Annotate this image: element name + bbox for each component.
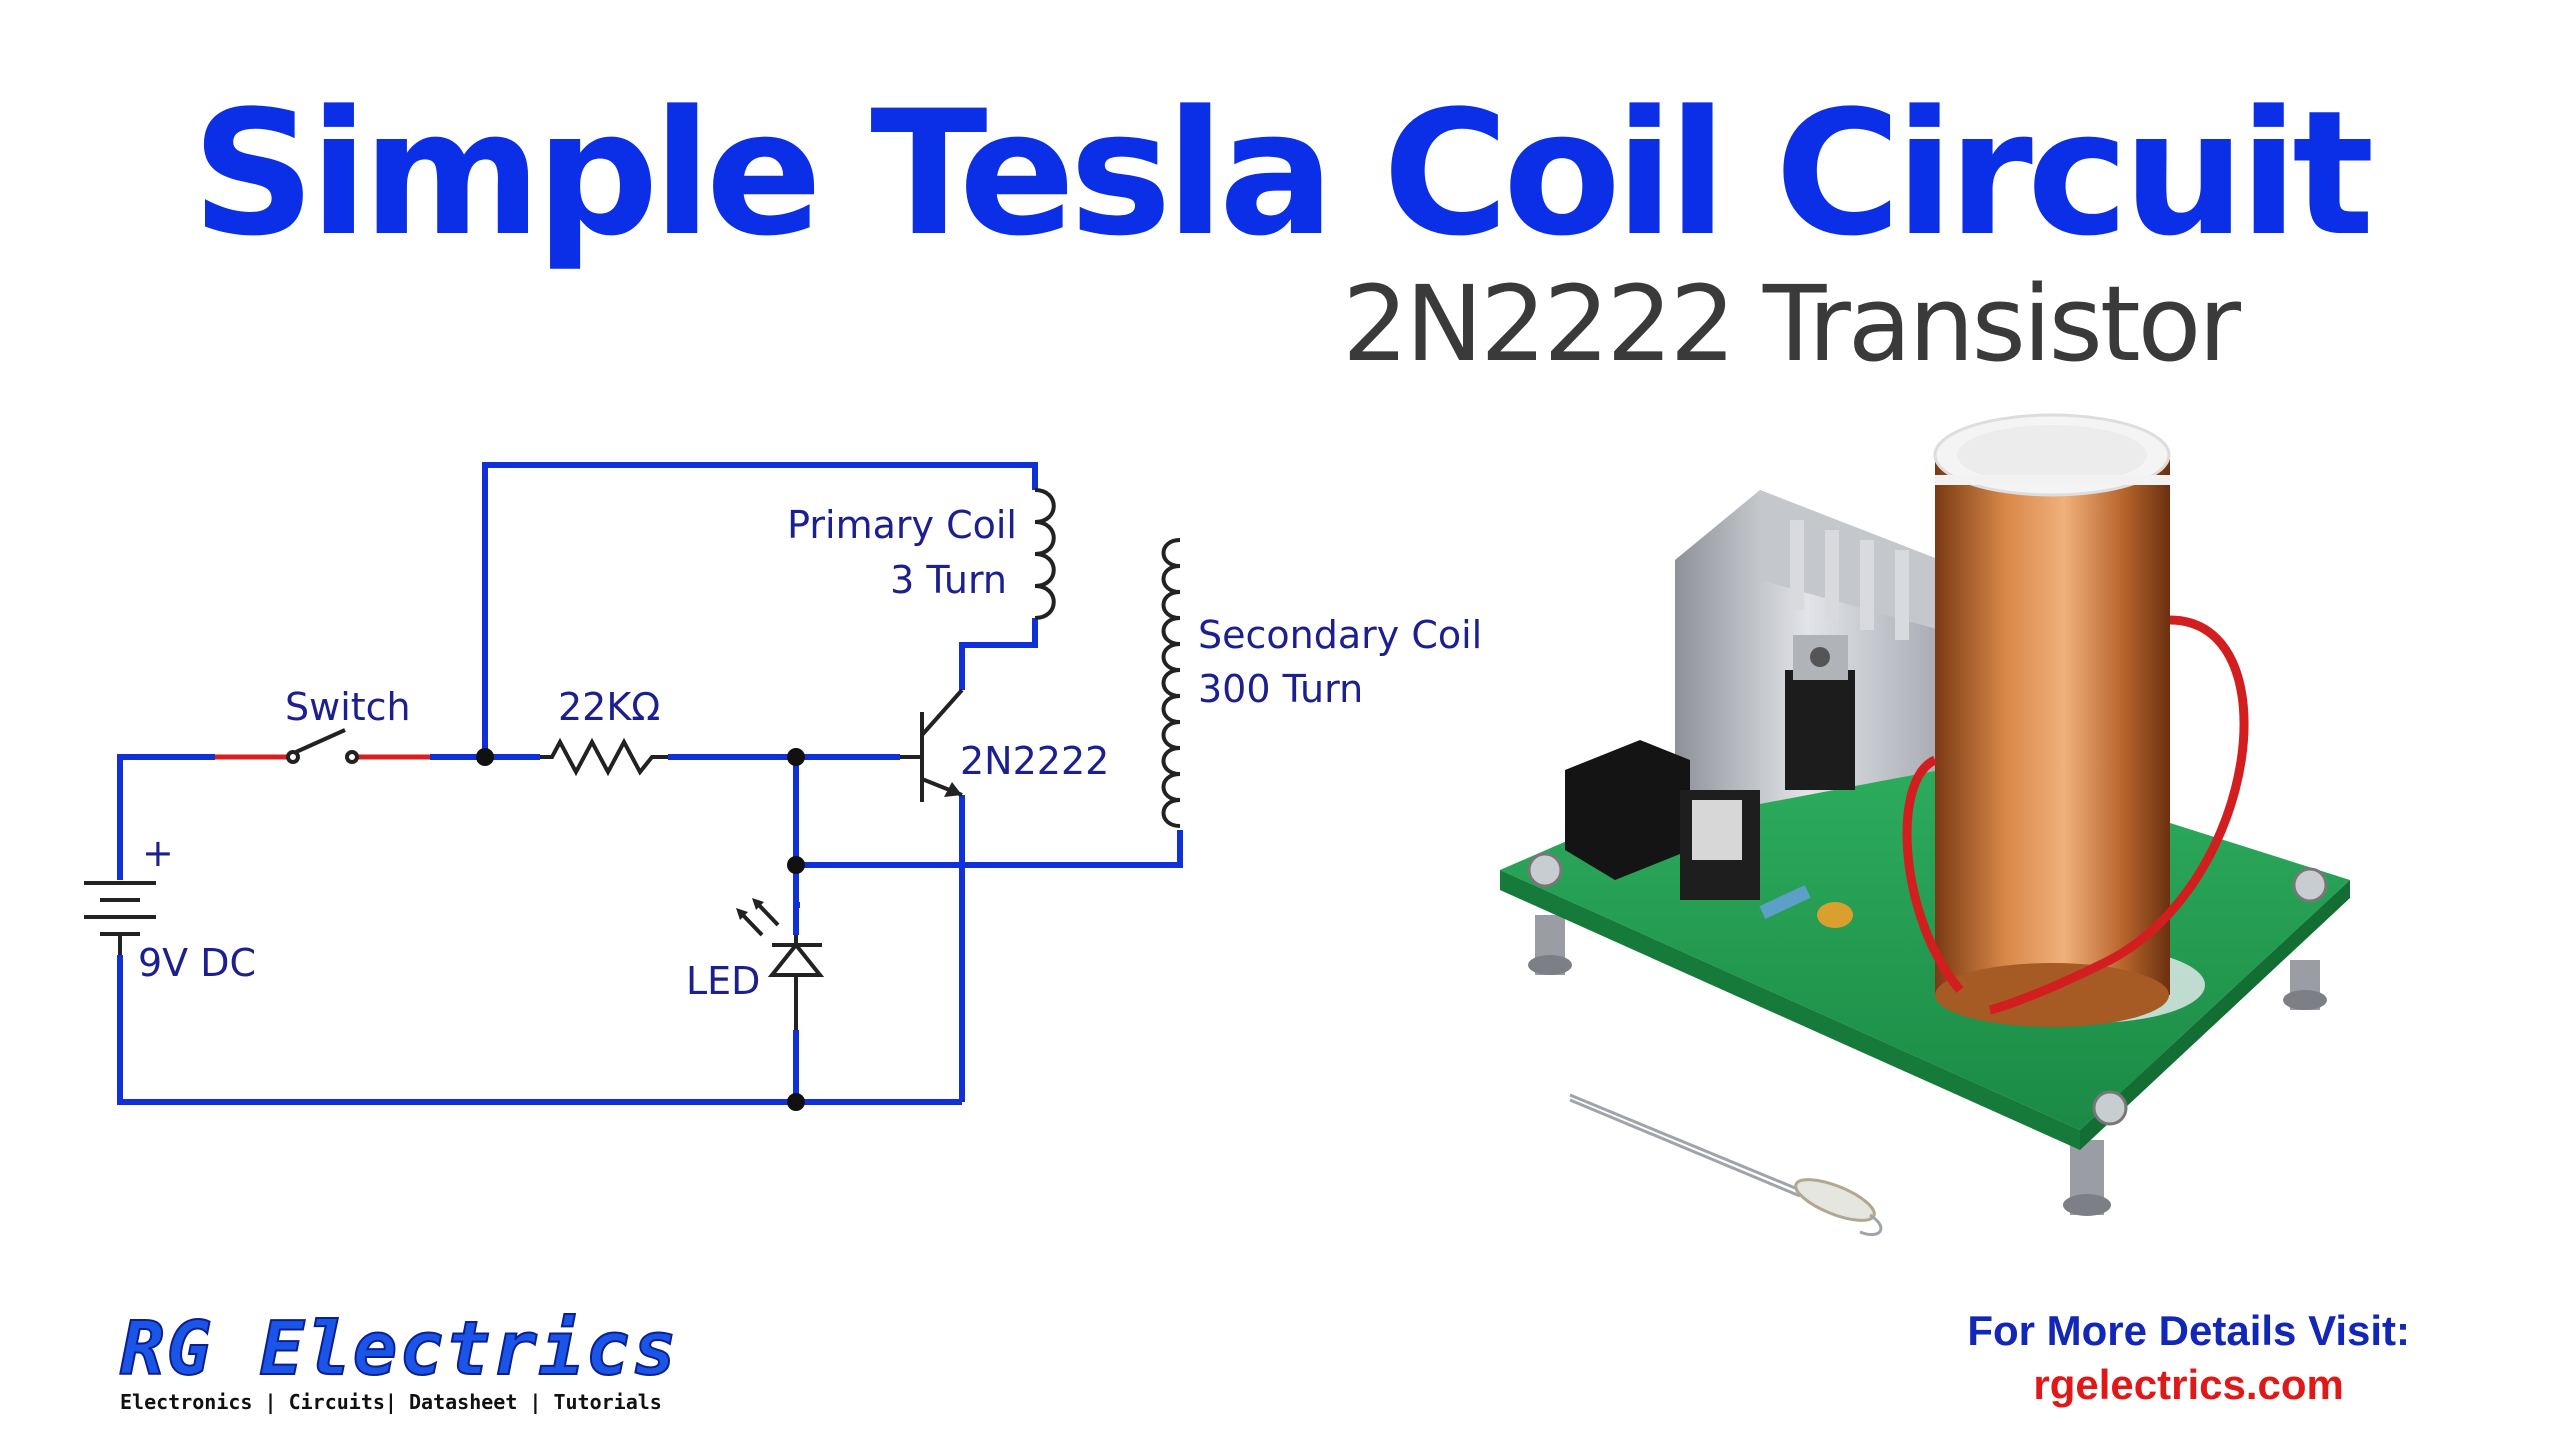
secondary-coil-turns: 300 Turn bbox=[1198, 667, 1363, 711]
pcb-board bbox=[1500, 720, 2350, 1130]
switch-label: Switch bbox=[285, 685, 411, 729]
page-subtitle: 2N2222 Transistor bbox=[1342, 263, 2241, 385]
junction-dot bbox=[787, 748, 805, 766]
primary-coil-turns: 3 Turn bbox=[890, 558, 1007, 602]
details-box: For More Details Visit: rgelectrics.com bbox=[1967, 1305, 2410, 1412]
brand-name: RG Electrics bbox=[119, 1306, 679, 1392]
secondary-coil-symbol bbox=[1161, 538, 1181, 828]
resistor-label: 22KΩ bbox=[558, 685, 660, 729]
circuit-schematic: Primary Coil 3 Turn Secondary Coil 300 T… bbox=[84, 462, 1482, 1111]
junction-dot bbox=[476, 748, 494, 766]
transistor-symbol bbox=[900, 688, 964, 802]
wire-bottom bbox=[117, 955, 962, 1105]
junction-dot bbox=[787, 856, 805, 874]
wire-primary-bottom bbox=[959, 618, 1038, 690]
standoffs bbox=[1528, 915, 2327, 1216]
details-label: For More Details Visit: bbox=[1967, 1307, 2410, 1354]
battery-label: 9V DC bbox=[138, 941, 256, 985]
battery-plus-label: + bbox=[142, 831, 174, 875]
primary-coil-wire bbox=[1988, 615, 2249, 1015]
page-title: Simple Tesla Coil Circuit bbox=[191, 73, 2375, 274]
primary-coil-label: Primary Coil bbox=[787, 503, 1017, 547]
switch-symbol bbox=[215, 728, 430, 764]
wire-left-top bbox=[117, 754, 215, 880]
website-link[interactable]: rgelectrics.com bbox=[2033, 1360, 2344, 1408]
neon-bulb bbox=[1569, 1093, 1883, 1237]
secondary-coil-photo bbox=[1935, 455, 2170, 995]
resistor-symbol bbox=[540, 737, 668, 777]
battery-symbol bbox=[84, 881, 156, 955]
led-symbol bbox=[736, 898, 825, 1030]
transistor-label: 2N2222 bbox=[960, 739, 1109, 783]
brand-logo: RG Electrics Electronics | Circuits| Dat… bbox=[119, 1306, 679, 1414]
heatsink bbox=[1675, 490, 1940, 820]
dc-jack bbox=[1565, 740, 1690, 880]
resistor-part bbox=[1759, 885, 1811, 919]
capacitor-part bbox=[1817, 902, 1853, 928]
power-switch-block bbox=[1680, 790, 1760, 900]
primary-coil-symbol bbox=[1034, 488, 1056, 620]
junction-dot bbox=[787, 1093, 805, 1111]
brand-tagline: Electronics | Circuits| Datasheet | Tuto… bbox=[120, 1390, 662, 1414]
power-transistor bbox=[1785, 670, 1855, 790]
led-label: LED bbox=[686, 959, 760, 1003]
secondary-coil-label: Secondary Coil bbox=[1198, 613, 1482, 657]
wire-top-loop bbox=[482, 462, 1038, 757]
